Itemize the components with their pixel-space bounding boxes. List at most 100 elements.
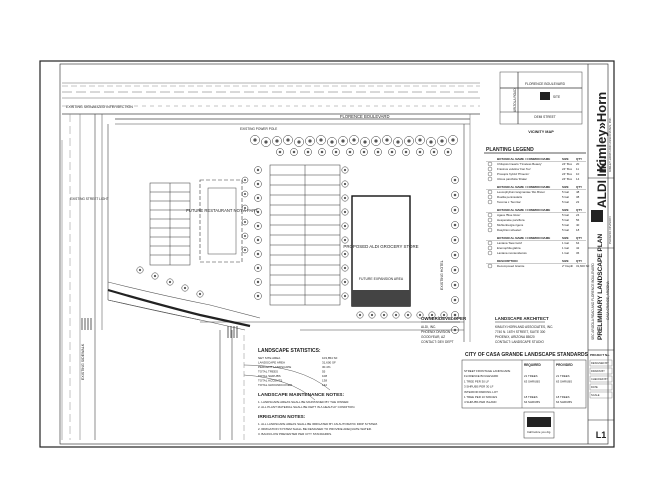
legend-plant-name: Decomposed Granite — [497, 264, 525, 268]
tree-symbol — [451, 206, 459, 214]
tree-symbol — [415, 135, 425, 145]
tree-symbol — [316, 135, 326, 145]
sheet-title: PRELIMINARY LANDSCAPE PLAN — [597, 234, 604, 340]
tree-symbol — [402, 148, 410, 156]
legend-plant-size: 5 Gal — [562, 190, 569, 194]
standards-row-label: 1 TREE PER 30 LF — [464, 379, 489, 383]
tree-symbol — [430, 148, 438, 156]
tree-symbol — [254, 166, 262, 174]
tree-symbol — [404, 311, 412, 319]
tree-symbol — [254, 208, 262, 216]
svg-text:OWNER/DEVELOPER: OWNER/DEVELOPER — [421, 316, 467, 321]
svg-text:PHOENIX, ARIZONA 85020: PHOENIX, ARIZONA 85020 — [495, 335, 535, 339]
statistics-row-label: TOTAL ACCENTS — [258, 379, 282, 383]
svg-text:3. BACKFLOW PREVENTER PER CITY: 3. BACKFLOW PREVENTER PER CITY STANDARDS… — [258, 432, 332, 436]
svg-text:CONTACT: DEV DEPT: CONTACT: DEV DEPT — [421, 340, 454, 344]
legend-plant-name: Ruellia peninsularis — [497, 195, 523, 199]
tree-symbol — [448, 135, 458, 145]
legend-section-header: BOTANICAL NAME / COMMON NAME — [497, 208, 550, 212]
maintenance-notes: LANDSCAPE MAINTENANCE NOTES: 1. LANDSCAP… — [258, 392, 355, 409]
tree-symbol — [416, 311, 424, 319]
statistics-row-value: 55 — [322, 370, 326, 374]
legend-plant-size: 5 Gal — [562, 195, 569, 199]
tree-symbol — [382, 135, 392, 145]
plant-symbol — [487, 189, 493, 195]
tree-symbol — [440, 311, 448, 319]
standards-row-label: 3 SHRUBS PER 30 LF — [464, 385, 494, 389]
statistics-row-value: 30.4% — [322, 365, 331, 369]
svg-text:ALDI, INC.: ALDI, INC. — [421, 325, 436, 329]
plant-symbol — [487, 217, 493, 223]
svg-text:L1: L1 — [596, 430, 607, 440]
statistics-row-label: TOTAL GROUNDCOVER — [258, 383, 293, 387]
tree-symbol — [349, 135, 359, 145]
svg-text:PHOENIX DIVISION: PHOENIX DIVISION — [608, 216, 612, 244]
plant-symbol — [487, 171, 493, 177]
tree-symbol — [346, 148, 354, 156]
svg-text:REQUIRED: REQUIRED — [524, 363, 542, 367]
legend-section-header: DESCRIPTION — [497, 259, 518, 263]
legend-plant-size: 2" Depth — [562, 264, 574, 268]
tree-symbol — [371, 136, 381, 146]
tree-symbol — [254, 264, 262, 272]
legend-qty-header: QTY — [576, 259, 582, 263]
firm-logo: Kimley»Horn — [594, 92, 609, 172]
legend-size-header: SIZE — [562, 259, 569, 263]
tree-symbol — [341, 236, 349, 244]
svg-text:LANDSCAPE STATISTICS:: LANDSCAPE STATISTICS: — [258, 348, 321, 354]
titleblock-row-label: DATE — [591, 385, 598, 389]
tree-symbol — [241, 176, 249, 184]
call-before-you-dig: Call before you dig. — [523, 411, 555, 439]
tree-symbol — [451, 296, 459, 304]
legend-section-header: BOTANICAL NAME / COMMON NAME — [497, 236, 550, 240]
legend-plant-qty: 36 — [576, 251, 580, 255]
legend-plant-name: Tecoma x 'Sunrise' — [497, 200, 522, 204]
tree-symbol — [451, 191, 459, 199]
aldi-building — [351, 195, 411, 307]
svg-text:SEC ARIZOLA ROAD AND FLORENCE: SEC ARIZOLA ROAD AND FLORENCE BOULEVARD — [591, 262, 595, 340]
tree-symbol — [341, 250, 349, 258]
legend-plant-size: 5 Gal — [562, 213, 569, 217]
tree-symbol — [451, 221, 459, 229]
vicinity-map: FLORENCE BOULEVARD ARIZOLA ROAD DEMI STR… — [499, 71, 583, 134]
legend-qty-header: QTY — [576, 208, 582, 212]
legend-plant-name: Hesperaloe parviflora — [497, 218, 525, 222]
statistics-row-label: LANDSCAPE AREA — [258, 361, 285, 365]
svg-text:LANDSCAPE ARCHITECT: LANDSCAPE ARCHITECT — [495, 316, 549, 321]
tree-symbol — [151, 272, 159, 280]
statistics-row-label: TOTAL TREES — [258, 370, 278, 374]
legend-plant-qty: 42 — [576, 246, 580, 250]
svg-text:EXISTING HOTEL: EXISTING HOTEL — [440, 260, 444, 290]
tree-symbol — [254, 236, 262, 244]
tree-symbol — [341, 180, 349, 188]
tree-symbol — [272, 136, 282, 146]
tree-symbol — [451, 176, 459, 184]
standards-row-provided: 63 SHRUBS — [556, 379, 572, 383]
tree-symbol — [332, 148, 340, 156]
legend-plant-qty: 20 — [576, 162, 580, 166]
svg-text:KIMLEY-HORN AND ASSOCIATES, IN: KIMLEY-HORN AND ASSOCIATES, INC. — [608, 117, 612, 172]
legend-plant-size: 1 Gal — [562, 251, 569, 255]
legend-section-header: BOTANICAL NAME / COMMON NAME — [497, 157, 550, 161]
tree-symbol — [428, 311, 436, 319]
standards-row-label: 4 SHRUBS PER ISLAND — [464, 400, 496, 404]
legend-plant-qty: 64 — [576, 241, 580, 245]
tree-symbol — [254, 222, 262, 230]
titleblock-row-label: DRAWN BY — [591, 369, 605, 373]
landscape-standards-table: CITY OF CASA GRANDE LANDSCAPE STANDARDS … — [461, 352, 589, 409]
tree-symbol — [241, 218, 249, 226]
legend-plant-qty: 14 — [576, 177, 580, 181]
tree-symbol — [294, 137, 304, 147]
statistics-row-value: 103,854 SF — [322, 356, 338, 360]
tree-symbol — [318, 148, 326, 156]
tree-symbol — [451, 266, 459, 274]
svg-text:Call before you dig.: Call before you dig. — [527, 430, 551, 434]
client-logo: ALDI Inc. — [595, 156, 609, 208]
svg-text:IRRIGATION NOTES:: IRRIGATION NOTES: — [258, 414, 306, 420]
tree-symbol — [304, 148, 312, 156]
tree-symbol — [451, 236, 459, 244]
standards-row-label: STREET FRONTAGE LANDSCAPE — [464, 369, 510, 373]
legend-plant-size: 5 Gal — [562, 223, 569, 227]
